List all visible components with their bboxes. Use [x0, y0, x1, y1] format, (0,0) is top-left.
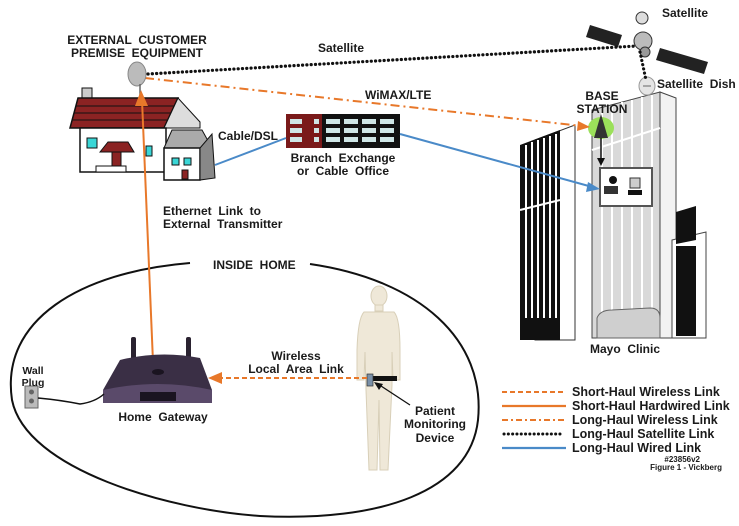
operator-icon [609, 176, 617, 184]
satellite-dish-icon [638, 76, 656, 96]
legend-label: Long-Haul Satellite Link [572, 427, 715, 441]
satellite-label: Satellite [662, 6, 709, 20]
legend-swatch-dotted [502, 432, 566, 436]
wireless-lan-arrowhead [208, 372, 222, 384]
legend-swatch-dash-dot [502, 419, 566, 421]
legend-item: Long-Haul Wireless Link [502, 413, 718, 427]
legend-item: Short-Haul Hardwired Link [502, 399, 730, 413]
device-pointer-arrowhead [374, 382, 383, 390]
wired-arrowhead [586, 182, 600, 192]
branch-exchange-label: Branch Exchange or Cable Office [290, 151, 396, 179]
wimax-lte-link-line [144, 77, 583, 127]
legend-label: Short-Haul Hardwired Link [572, 399, 730, 413]
ethernet-link-label: Ethernet Link to External Transmitter [163, 204, 283, 232]
branch-exchange-icon [286, 114, 400, 148]
legend-label: Long-Haul Wireless Link [572, 413, 718, 427]
satellite-downlink-line [638, 50, 648, 82]
legend-swatch-dashed [502, 391, 566, 393]
cpe-dish-icon [127, 61, 147, 98]
wireless-lan-label: Wireless Local Area Link [248, 349, 344, 377]
ethernet-link-line [141, 99, 154, 363]
legend-swatch-solid-orange [502, 404, 566, 408]
external-cpe-label: EXTERNAL CUSTOMER PREMISE EQUIPMENT [67, 33, 207, 61]
satellite-link-line [146, 44, 639, 76]
inside-home-label: INSIDE HOME [207, 258, 302, 273]
patient-monitoring-device-icon [366, 373, 374, 387]
figure-caption: Figure 1 - Vickberg [650, 463, 722, 472]
ethernet-arrowhead [135, 90, 148, 106]
patient-figure [356, 285, 401, 471]
satellite-icon [586, 11, 708, 74]
mayo-clinic-building [519, 91, 707, 341]
legend-item: Long-Haul Satellite Link [502, 427, 714, 441]
belt [367, 376, 397, 381]
wall-plug-icon [24, 385, 39, 409]
legend-label: Short-Haul Wireless Link [572, 385, 720, 399]
base-station-label: BASE STATION [576, 89, 628, 117]
home-gateway-icon [103, 337, 212, 403]
legend-item: Long-Haul Wired Link [502, 441, 701, 455]
wall-plug-label: Wall Plug [21, 365, 45, 389]
base-station-icon [588, 114, 614, 166]
legend-swatch-solid-blue [502, 446, 566, 450]
wimax-arrowhead [577, 121, 590, 131]
satellite-dish-label: Satellite Dish [657, 77, 736, 91]
mayo-clinic-label: Mayo Clinic [589, 342, 660, 356]
cable-dsl-label: Cable/DSL [218, 129, 279, 143]
device-pointer-arrow [377, 383, 411, 406]
patient-device-label: Patient Monitoring Device [404, 404, 466, 445]
house-icon [69, 87, 216, 181]
satellite-link-label: Satellite [318, 41, 365, 55]
legend-item: Short-Haul Wireless Link [502, 385, 720, 399]
home-gateway-label: Home Gateway [118, 410, 208, 424]
power-cord [37, 393, 105, 405]
clinic-wired-link-line [399, 133, 597, 189]
legend-label: Long-Haul Wired Link [572, 441, 702, 455]
cable-dsl-link-line [214, 137, 287, 166]
wimax-lte-label: WiMAX/LTE [365, 88, 432, 102]
inside-home-boundary [9, 262, 480, 518]
figure-id: #23856v2 [664, 455, 700, 464]
